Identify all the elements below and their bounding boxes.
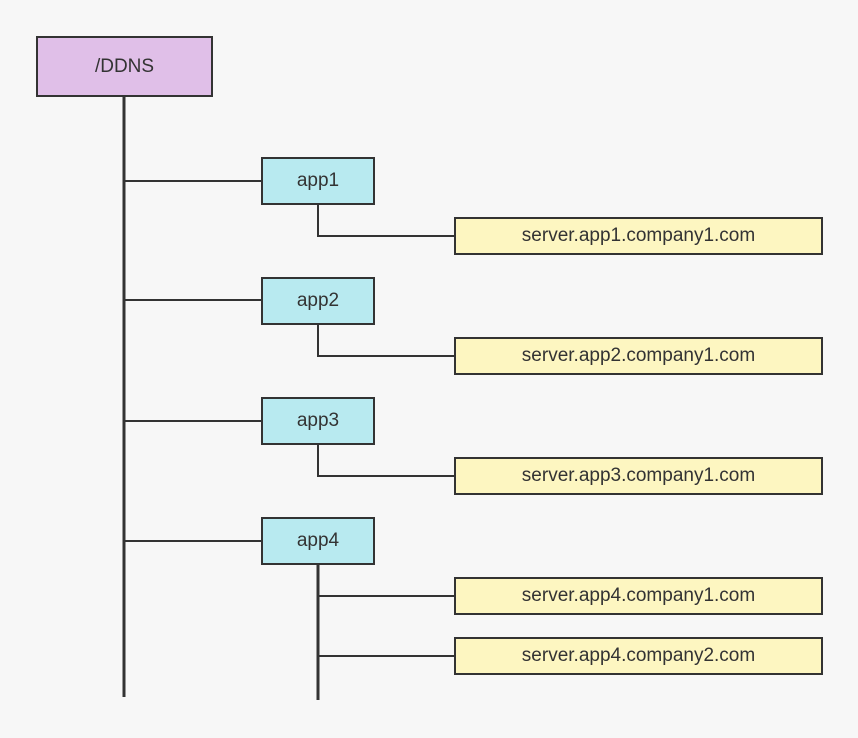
server-node-label: server.app2.company1.com: [521, 345, 756, 366]
root-node: /DDNS: [36, 36, 213, 97]
app-node-app1: app1: [261, 157, 375, 205]
server-node-label: server.app1.company1.com: [521, 225, 756, 246]
app-node-label: app3: [296, 410, 340, 431]
server-node-app2-company1: server.app2.company1.com: [454, 337, 823, 375]
connector-app2-server: [317, 324, 456, 357]
connector-app1-server: [317, 204, 456, 237]
app-node-label: app4: [296, 530, 340, 551]
connector-app3-server: [317, 444, 456, 477]
server-node-app4-company2: server.app4.company2.com: [454, 637, 823, 675]
app-node-app4: app4: [261, 517, 375, 565]
root-node-label: /DDNS: [94, 55, 155, 77]
app-node-app3: app3: [261, 397, 375, 445]
app-node-label: app2: [296, 290, 340, 311]
server-node-app1-company1: server.app1.company1.com: [454, 217, 823, 255]
server-node-app4-company1: server.app4.company1.com: [454, 577, 823, 615]
server-node-label: server.app4.company2.com: [521, 645, 756, 666]
app-node-app2: app2: [261, 277, 375, 325]
server-node-label: server.app3.company1.com: [521, 465, 756, 486]
server-node-app3-company1: server.app3.company1.com: [454, 457, 823, 495]
app-node-label: app1: [296, 170, 340, 191]
server-node-label: server.app4.company1.com: [521, 585, 756, 606]
